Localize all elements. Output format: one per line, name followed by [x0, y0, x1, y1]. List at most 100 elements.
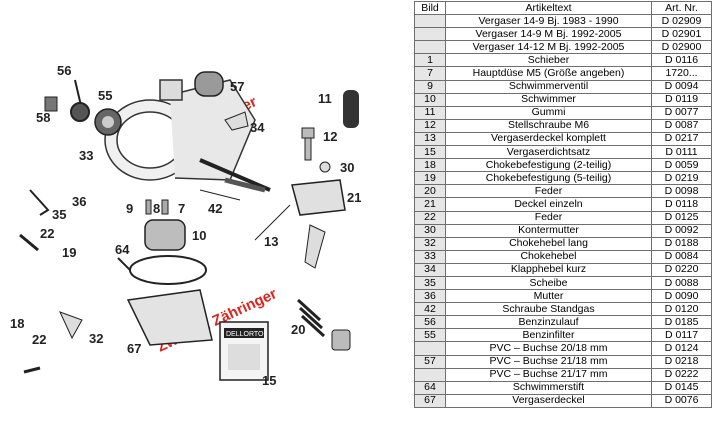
- cell-bild: 18: [414, 158, 446, 173]
- cell-artikeltext: Hauptdüse M5 (Größe angeben): [445, 66, 652, 81]
- cell-art-nr: D 0059: [651, 158, 712, 173]
- cell-bild: 21: [414, 197, 446, 212]
- label-11: 11: [318, 91, 332, 106]
- cell-art-nr: D 0116: [651, 53, 712, 68]
- cell-bild: 13: [414, 131, 446, 147]
- cell-artikeltext: Benzinzulauf: [445, 315, 652, 330]
- label-56: 56: [57, 63, 71, 78]
- cell-artikeltext: Feder: [445, 184, 652, 199]
- label-67: 67: [127, 341, 141, 356]
- part-11-rubber: [343, 90, 359, 128]
- cell-artikeltext: Schieber: [445, 53, 652, 68]
- cell-artikeltext: Chokehebel lang: [445, 236, 652, 251]
- table-header-row: Bild Artikeltext Art. Nr.: [414, 0, 712, 16]
- label-19: 19: [62, 245, 76, 260]
- cell-artikeltext: Gummi: [445, 105, 652, 120]
- cell-bild: [414, 40, 446, 55]
- cell-art-nr: D 0222: [651, 367, 712, 382]
- cell-bild: 33: [414, 249, 446, 264]
- leader-lines: [199, 189, 291, 241]
- cell-bild: 30: [414, 223, 446, 238]
- cell-artikeltext: Vergaser 14-9 Bj. 1983 - 1990: [445, 14, 652, 29]
- cell-artikeltext: Vergaser 14-9 M Bj. 1992-2005: [445, 27, 652, 42]
- cell-artikeltext: Benzinfilter: [445, 328, 652, 343]
- cell-bild: 19: [414, 171, 446, 186]
- cell-art-nr: D 0076: [651, 393, 712, 408]
- cell-bild: 12: [414, 118, 446, 133]
- cell-artikeltext: Chokebefestigung (2-teilig): [445, 158, 652, 173]
- label-8: 8: [153, 201, 160, 216]
- cell-art-nr: D 0220: [651, 262, 712, 277]
- label-9: 9: [126, 201, 133, 216]
- cell-bild: 32: [414, 236, 446, 251]
- label-64: 64: [115, 242, 130, 257]
- cell-art-nr: D 0218: [651, 354, 712, 369]
- cell-bild: 15: [414, 145, 446, 160]
- cell-art-nr: D 0188: [651, 236, 712, 251]
- label-21: 21: [347, 190, 361, 205]
- part-33-choke-lever: [29, 189, 50, 216]
- cell-bild: 11: [414, 105, 446, 120]
- part-22-spring: [19, 233, 39, 252]
- cell-art-nr: D 0119: [651, 92, 712, 107]
- cell-bild: [414, 367, 446, 382]
- part-64-pin: [117, 257, 131, 271]
- cell-bild: 35: [414, 275, 446, 291]
- cell-art-nr: D 0120: [651, 302, 712, 317]
- parts-table: Bild Artikeltext Art. Nr. Vergaser 14-9 …: [414, 0, 712, 408]
- label-13: 13: [264, 234, 278, 249]
- cell-art-nr: D 0219: [651, 171, 712, 186]
- label-10: 10: [192, 228, 206, 243]
- part-22-spring-lower: [23, 366, 41, 374]
- cell-art-nr: D 0145: [651, 380, 712, 395]
- cell-art-nr: D 0118: [651, 197, 712, 212]
- parts-9-8-7: [145, 199, 169, 215]
- cell-bild: 67: [414, 393, 446, 408]
- cell-art-nr: D 02909: [651, 14, 712, 29]
- part-30-nut: [319, 161, 331, 173]
- cell-bild: 10: [414, 92, 446, 107]
- part-58: [44, 96, 58, 112]
- cell-artikeltext: Vergaserdeckel komplett: [445, 131, 652, 147]
- cell-bild: 55: [414, 328, 446, 343]
- cell-artikeltext: Schwimmerventil: [445, 79, 652, 94]
- cell-art-nr: 1720...: [651, 66, 712, 81]
- cell-art-nr: D 0077: [651, 105, 712, 120]
- cell-art-nr: D 0185: [651, 315, 712, 330]
- label-15: 15: [262, 373, 276, 388]
- cell-art-nr: D 0087: [651, 118, 712, 133]
- part-57-bush: [194, 71, 224, 97]
- cell-bild: 7: [414, 66, 446, 81]
- cell-art-nr: D 0088: [651, 275, 712, 291]
- part-13-cover-lever: [304, 224, 326, 269]
- cell-art-nr: D 0124: [651, 341, 712, 356]
- cell-artikeltext: Deckel einzeln: [445, 197, 652, 212]
- cell-artikeltext: Stellschraube M6: [445, 118, 652, 133]
- cell-art-nr: D 0217: [651, 131, 712, 147]
- cell-bild: 1: [414, 53, 446, 68]
- label-36: 36: [72, 194, 86, 209]
- label-35: 35: [52, 207, 66, 222]
- cell-artikeltext: PVC – Buchse 20/18 mm: [445, 341, 652, 356]
- part-21-cover: [291, 179, 346, 216]
- label-20: 20: [291, 322, 305, 337]
- cell-bild: 64: [414, 380, 446, 395]
- exploded-parts-diagram: Zweirad Zähringer Zweirad Zähringer: [10, 63, 361, 388]
- header-artikeltext: Artikeltext: [445, 0, 652, 16]
